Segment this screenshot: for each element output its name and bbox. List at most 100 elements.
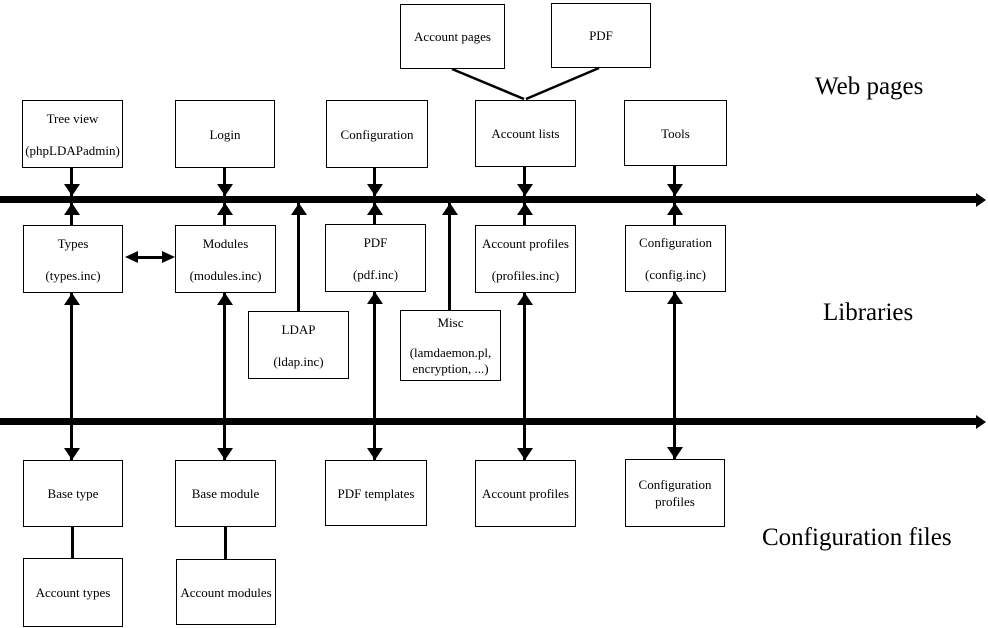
box-configuration-lib: Configuration (config.inc) <box>625 225 726 292</box>
web-libraries-separator-bar <box>0 196 976 203</box>
connector-types-to-base-type <box>70 293 73 460</box>
arrowhead-login-down-icon <box>217 184 233 196</box>
box-account-profiles-lib: Account profiles (profiles.inc) <box>475 225 576 293</box>
arrowhead-modules-right-icon <box>162 251 175 263</box>
box-misc-label: Misc <box>437 315 464 330</box>
box-configuration-lib-label: Configuration <box>639 235 712 250</box>
box-tools-label: Tools <box>661 125 690 141</box>
connector-pdf-lib-to-pdf-templates <box>373 292 376 460</box>
arrowhead-misc-up-icon <box>442 203 458 215</box>
box-tools: Tools <box>624 100 727 166</box>
box-configuration-profiles: Configuration profiles <box>625 459 725 527</box>
box-account-profiles-lib-sublabel: (profiles.inc) <box>491 267 560 283</box>
box-misc-sublabel-line2: encryption, ...) <box>412 361 489 376</box>
box-account-profiles-lib-label: Account profiles <box>481 235 569 251</box>
box-pdf-lib-label: PDF <box>363 234 388 250</box>
arrowhead-modules-up-icon <box>217 203 233 215</box>
connector-login-to-bar <box>223 168 226 196</box>
box-pdf-top-label: PDF <box>589 28 613 43</box>
box-tree-view: Tree view (phpLDAPadmin) <box>22 100 123 168</box>
arrowhead-types-bottom-up-icon <box>64 293 80 305</box>
connector-pdf-to-account-lists <box>525 66 600 101</box>
arrowhead-pdf-templates-down-icon <box>367 448 383 460</box>
box-misc: Misc (lamdaemon.pl, encryption, ...) <box>400 310 501 381</box>
connector-configuration-lib-to-profiles <box>673 292 676 459</box>
box-types-label: Types <box>57 235 89 251</box>
box-pdf-top: PDF <box>551 3 651 68</box>
box-misc-sublabel: (lamdaemon.pl, encryption, ...) <box>410 345 492 377</box>
box-base-type-label: Base type <box>47 486 99 501</box>
box-account-types: Account types <box>23 558 123 627</box>
connector-account-profiles-lib-to-files <box>523 293 526 460</box>
box-account-profiles-files-label: Account profiles <box>481 486 569 501</box>
connector-configuration-web-to-bar <box>373 168 376 196</box>
box-configuration-profiles-sublabel: profiles <box>655 494 695 509</box>
box-tree-view-label: Tree view <box>46 110 99 126</box>
connector-account-pages-to-account-lists <box>451 67 525 101</box>
box-pdf-templates: PDF templates <box>325 460 427 526</box>
box-account-pages: Account pages <box>400 4 505 69</box>
box-ldap-label: LDAP <box>281 321 316 337</box>
box-types: Types (types.inc) <box>23 225 123 293</box>
box-account-modules-label: Account modules <box>180 584 272 600</box>
arrowhead-configuration-web-down-icon <box>367 184 383 196</box>
connector-tree-view-to-bar <box>70 168 73 196</box>
arrowhead-configuration-lib-bottom-up-icon <box>667 292 683 304</box>
arrowhead-configuration-profiles-down-icon <box>667 447 683 459</box>
box-ldap: LDAP (ldap.inc) <box>248 311 349 379</box>
box-types-sublabel: (types.inc) <box>45 267 101 283</box>
box-tree-view-sublabel: (phpLDAPadmin) <box>25 142 120 158</box>
arrowhead-base-type-down-icon <box>64 448 80 460</box>
box-account-pages-label: Account pages <box>414 29 491 44</box>
box-account-lists: Account lists <box>475 100 576 167</box>
arrowhead-pdf-lib-up-icon <box>367 203 383 215</box>
box-pdf-lib-sublabel: (pdf.inc) <box>352 266 399 282</box>
connector-types-modules <box>133 256 167 259</box>
arrowhead-base-module-down-icon <box>217 448 233 460</box>
arrowhead-account-profiles-lib-bottom-up-icon <box>517 293 533 305</box>
box-account-lists-label: Account lists <box>491 126 560 141</box>
section-label-web-pages: Web pages <box>815 73 924 100</box>
section-label-configuration-files: Configuration files <box>762 524 952 551</box>
connector-tools-to-bar <box>673 166 676 196</box>
box-account-types-label: Account types <box>35 585 111 600</box>
connector-account-lists-to-bar <box>523 167 526 196</box>
connector-base-type-to-account-types <box>71 527 74 558</box>
box-misc-sublabel-line1: (lamdaemon.pl, <box>409 345 492 360</box>
web-libraries-separator-bar-tip <box>976 193 986 207</box>
arrowhead-types-left-icon <box>125 251 138 263</box>
box-login-label: Login <box>209 126 241 142</box>
box-pdf-templates-label: PDF templates <box>337 485 415 501</box>
arrowhead-modules-bottom-up-icon <box>217 293 233 305</box>
arrowhead-ldap-up-icon <box>291 203 307 215</box>
box-modules: Modules (modules.inc) <box>175 225 276 293</box>
section-label-libraries: Libraries <box>823 299 914 326</box>
box-login: Login <box>175 100 275 168</box>
connector-base-module-to-account-modules <box>224 527 227 559</box>
arrowhead-configuration-lib-up-icon <box>667 203 683 215</box>
arrowhead-account-profiles-files-down-icon <box>517 448 533 460</box>
connector-misc-to-bar <box>448 203 451 310</box>
arrowhead-tree-view-down-icon <box>64 184 80 196</box>
arrowhead-types-up-icon <box>64 203 80 215</box>
box-configuration-lib-sublabel: (config.inc) <box>644 267 706 282</box>
box-ldap-sublabel: (ldap.inc) <box>273 353 324 369</box>
box-base-module-label: Base module <box>191 486 260 501</box>
arrowhead-account-lists-down-icon <box>517 184 533 196</box>
box-modules-sublabel: (modules.inc) <box>189 267 262 283</box>
box-account-modules: Account modules <box>176 559 276 625</box>
box-configuration-web: Configuration <box>326 100 428 168</box>
box-configuration-web-label: Configuration <box>340 126 414 142</box>
libraries-config-separator-bar-tip <box>976 415 986 429</box>
box-base-type: Base type <box>23 460 123 527</box>
arrowhead-tools-down-icon <box>667 184 683 196</box>
libraries-config-separator-bar <box>0 418 976 425</box>
box-configuration-profiles-label: Configuration <box>638 477 712 492</box>
box-pdf-lib: PDF (pdf.inc) <box>325 224 426 292</box>
connector-ldap-to-bar <box>297 203 300 311</box>
connector-modules-to-base-module <box>223 293 226 460</box>
box-account-profiles-files: Account profiles <box>475 460 576 527</box>
box-modules-label: Modules <box>202 235 249 251</box>
arrowhead-pdf-lib-bottom-up-icon <box>367 292 383 304</box>
